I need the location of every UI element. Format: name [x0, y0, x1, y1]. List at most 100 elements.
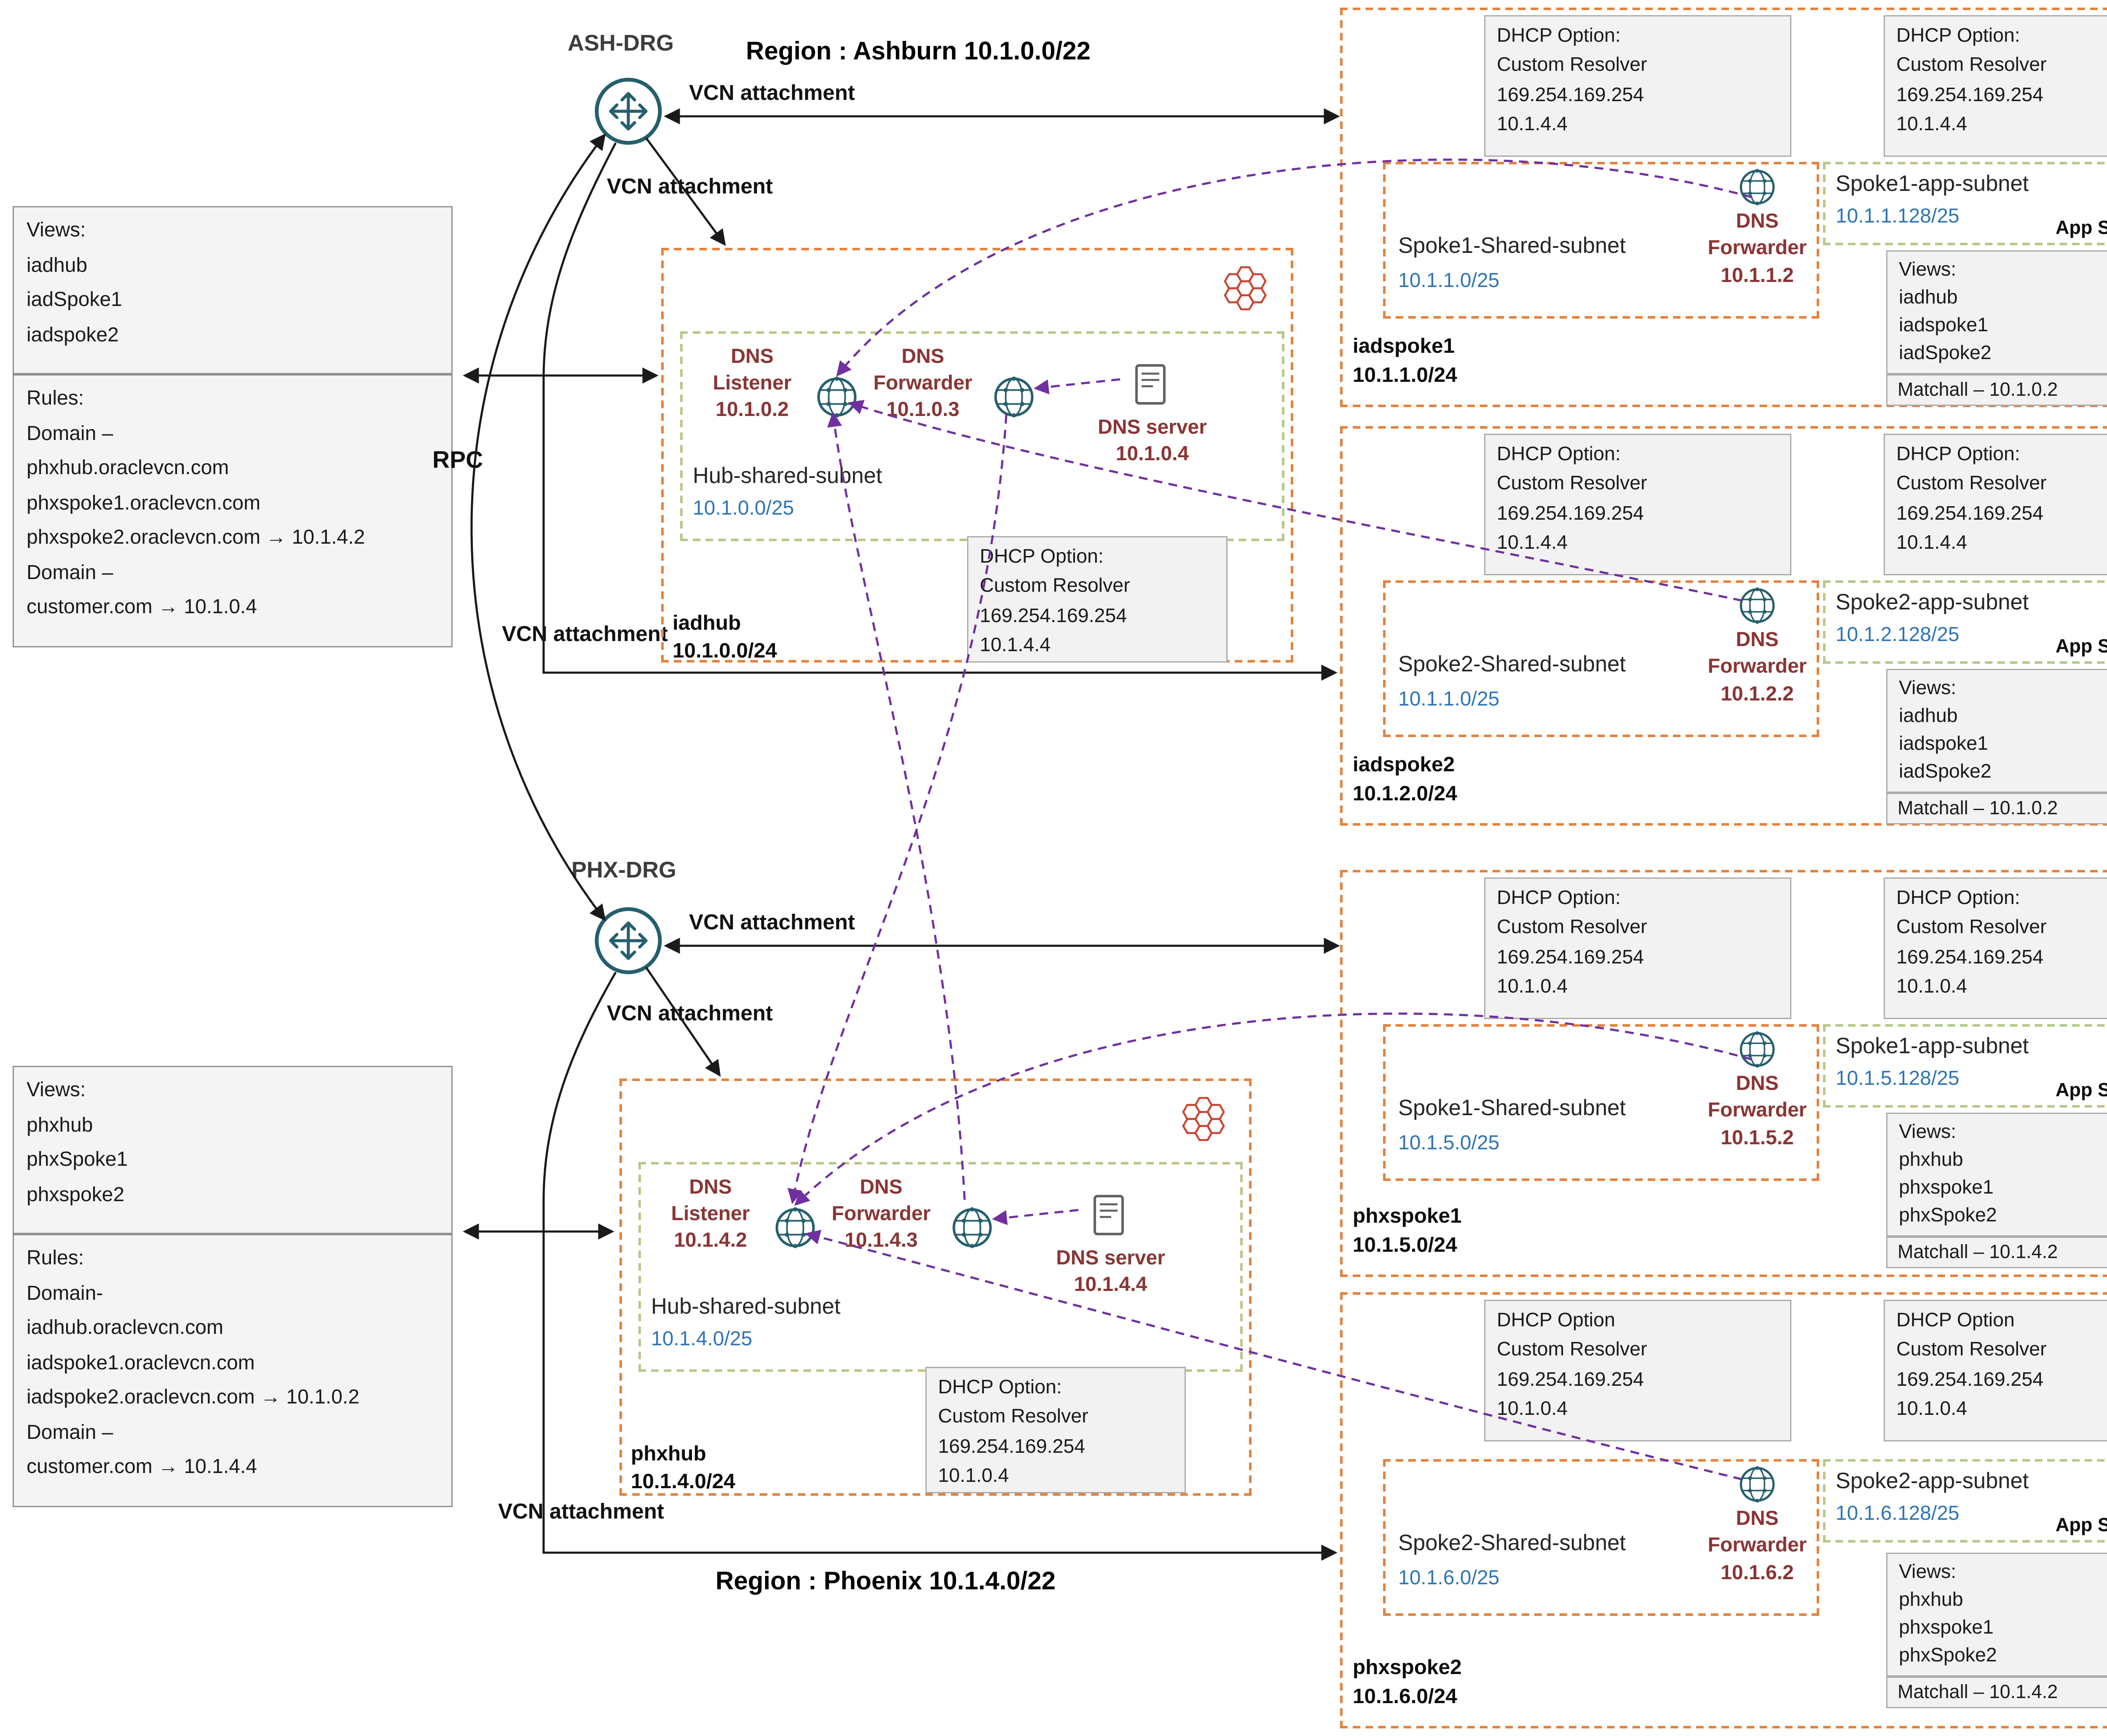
app-subnet-name: Spoke2-app-subnet	[1836, 1468, 2029, 1493]
rpc-link	[470, 133, 606, 921]
shared-subnet-name: Spoke2-Shared-subnet	[1398, 651, 1626, 676]
dns-forwarder-label: DNS Forwarder	[1708, 630, 1807, 678]
dns-server-icon	[1128, 362, 1173, 407]
dns-forwarder-icon	[1737, 167, 1777, 207]
app-server-label: App Server	[2055, 1515, 2107, 1536]
spoke-name-label: iadspoke2 10.1.2.0/24	[1353, 751, 1457, 808]
spoke-name: phxspoke1	[1353, 1205, 1462, 1229]
phx-drg-label: PHX-DRG	[571, 857, 677, 883]
dhcp-option-box: DHCP Option: Custom Resolver 169.254.169…	[1884, 877, 2107, 1019]
dns-forwarder-label: DNS Forwarder	[873, 346, 973, 395]
subnet-name: Hub-shared-subnet	[693, 463, 882, 488]
hub-name-label: iadhub 10.1.0.0/24	[673, 609, 777, 666]
ash-drg-icon	[593, 76, 664, 147]
spoke-name: iadspoke2	[1353, 754, 1455, 777]
dns-forwarder-ip: 10.1.4.3	[844, 1230, 918, 1252]
subnet-cidr: 10.1.0.0/25	[693, 498, 794, 520]
region-title-ashburn: Region : Ashburn 10.1.0.0/22	[746, 38, 1091, 66]
dhcp-option-box: DHCP Option Custom Resolver 169.254.169.…	[1484, 1300, 1791, 1441]
app-server-label: App Server	[2055, 636, 2107, 657]
spoke-cidr: 10.1.6.0/24	[1353, 1685, 1457, 1708]
phx-drg-icon	[593, 905, 664, 976]
app-subnet-name: Spoke2-app-subnet	[1836, 589, 2029, 614]
vcn-attachment-label: VCN attachment	[502, 622, 668, 646]
ash-drg-label: ASH-DRG	[568, 30, 674, 56]
dns-forwarder-ip: 10.1.2.2	[1721, 684, 1794, 706]
app-server-label: App Server	[2055, 217, 2107, 239]
shared-subnet-box: Spoke2-Shared-subnet 10.1.1.0/25 DNS For…	[1383, 580, 1819, 737]
spoke-name: iadspoke1	[1353, 335, 1455, 359]
hub-cidr: 10.1.0.0/24	[673, 640, 777, 663]
shared-subnet-box: Spoke1-Shared-subnet 10.1.5.0/25 DNS For…	[1383, 1024, 1819, 1181]
app-subnet-cidr: 10.1.1.128/25	[1836, 206, 1960, 228]
views-box: Views: iadhub iadspoke1 iadSpoke2	[1886, 250, 2107, 374]
dns-listener-icon	[772, 1205, 818, 1250]
dns-forwarder-ip: 10.1.5.2	[1721, 1128, 1794, 1150]
shared-subnet-cidr: 10.1.5.0/25	[1398, 1133, 1500, 1154]
dns-listener: DNS Listener 10.1.0.2	[694, 344, 810, 424]
subnet-name: Hub-shared-subnet	[651, 1293, 841, 1319]
dns-forwarder: DNS Forwarder 10.1.6.2	[1695, 1464, 1819, 1587]
shared-subnet-box: Spoke1-Shared-subnet 10.1.1.0/25 DNS For…	[1383, 162, 1819, 319]
spoke-cidr: 10.1.2.0/24	[1353, 782, 1457, 805]
matchall-row: Matchall – 10.1.0.2	[1886, 793, 2107, 824]
dns-server: DNS server 10.1.0.4	[1073, 415, 1231, 468]
dns-server: DNS server 10.1.4.4	[1032, 1245, 1190, 1299]
dns-listener: DNS Listener 10.1.4.2	[652, 1175, 769, 1255]
vcn-attachment-label: VCN attachment	[498, 1500, 664, 1524]
app-subnet-cidr: 10.1.2.128/25	[1836, 625, 1960, 646]
dns-forwarder: DNS Forwarder 10.1.2.2	[1695, 585, 1819, 708]
hub-name: iadhub	[673, 612, 741, 635]
dhcp-option-box: DHCP Option: Custom Resolver 169.254.169…	[1484, 877, 1791, 1019]
phxspoke1-vcn-box: DHCP Option: Custom Resolver 169.254.169…	[1340, 870, 2107, 1277]
resolver-rules-box-phoenix: Rules: Domain- iadhub.oraclevcn.com iads…	[13, 1234, 453, 1507]
dhcp-option-box: DHCP Option: Custom Resolver 169.254.169…	[1884, 15, 2107, 157]
shared-subnet-cidr: 10.1.6.0/25	[1398, 1568, 1500, 1589]
matchall-row: Matchall – 10.1.0.2	[1886, 374, 2107, 406]
hub-shared-subnet-box: DNS Listener 10.1.4.2 DNS Forwarder 10.1…	[638, 1162, 1243, 1372]
phxhub-vcn-box: DNS Listener 10.1.4.2 DNS Forwarder 10.1…	[619, 1079, 1252, 1496]
vcn-icon	[1176, 1091, 1231, 1147]
views-box: Views: iadhub iadspoke1 iadSpoke2	[1886, 669, 2107, 793]
dhcp-option-box: DHCP Option: Custom Resolver 169.254.169…	[1484, 434, 1791, 575]
app-subnet-name: Spoke1-app-subnet	[1836, 171, 2029, 196]
dns-forwarder-icon	[1737, 1464, 1777, 1505]
dhcp-option-box: DHCP Option Custom Resolver 169.254.169.…	[1884, 1300, 2107, 1441]
subnet-cidr: 10.1.4.0/25	[651, 1329, 753, 1350]
dns-listener-ip: 10.1.0.2	[716, 400, 789, 421]
spoke-name-label: iadspoke1 10.1.1.0/24	[1353, 333, 1457, 389]
dns-server-ip: 10.1.0.4	[1115, 444, 1189, 466]
rpc-label: RPC	[432, 448, 483, 474]
dns-listener-label: DNS Listener	[671, 1177, 750, 1226]
hub-shared-subnet-box: DNS Listener 10.1.0.2 DNS Forwarder 10.1…	[680, 331, 1284, 541]
dns-forwarder-icon	[991, 374, 1037, 420]
app-subnet-box: Spoke1-app-subnet 10.1.1.128/25 App Serv…	[1823, 162, 2107, 245]
dns-forwarder-icon	[1737, 1029, 1777, 1070]
shared-subnet-cidr: 10.1.1.0/25	[1398, 689, 1500, 711]
spoke-cidr: 10.1.1.0/24	[1353, 364, 1457, 387]
dns-forwarder-icon	[949, 1205, 995, 1250]
dns-forwarder: DNS Forwarder 10.1.1.2	[1695, 167, 1819, 290]
views-box: Views: phxhub phxspoke1 phxSpoke2	[1886, 1113, 2107, 1237]
hub-name: phxhub	[631, 1443, 706, 1465]
dns-server-ip: 10.1.4.4	[1074, 1274, 1147, 1296]
app-subnet-cidr: 10.1.6.128/25	[1836, 1503, 1960, 1525]
resolver-views-box-ashburn: Views: iadhub iadSpoke1 iadspoke2	[13, 206, 453, 374]
resolver-rules-box-ashburn: Rules: Domain – phxhub.oraclevcn.com phx…	[13, 374, 453, 647]
dns-forwarder-ip: 10.1.1.2	[1721, 266, 1794, 287]
spoke-cidr: 10.1.5.0/24	[1353, 1234, 1457, 1257]
vcn-attachment-label: VCN attachment	[607, 1001, 773, 1025]
iadspoke2-vcn-box: DHCP Option: Custom Resolver 169.254.169…	[1340, 426, 2107, 826]
matchall-row: Matchall – 10.1.4.2	[1886, 1237, 2107, 1268]
dhcp-option-box: DHCP Option: Custom Resolver 169.254.169…	[925, 1367, 1186, 1493]
dns-listener-icon	[814, 374, 860, 420]
dns-forwarder: DNS Forwarder 10.1.4.3	[818, 1175, 944, 1255]
shared-subnet-name: Spoke1-Shared-subnet	[1398, 233, 1626, 258]
dns-forwarder-ip: 10.1.0.3	[886, 400, 960, 421]
iadhub-vcn-box: DNS Listener 10.1.0.2 DNS Forwarder 10.1…	[661, 248, 1293, 663]
dns-forwarder-label: DNS Forwarder	[1708, 211, 1807, 260]
app-server-label: App Server	[2055, 1080, 2107, 1101]
app-subnet-box: Spoke2-app-subnet 10.1.6.128/25 App Serv…	[1823, 1459, 2107, 1543]
dns-server-label: DNS server	[1056, 1248, 1165, 1269]
